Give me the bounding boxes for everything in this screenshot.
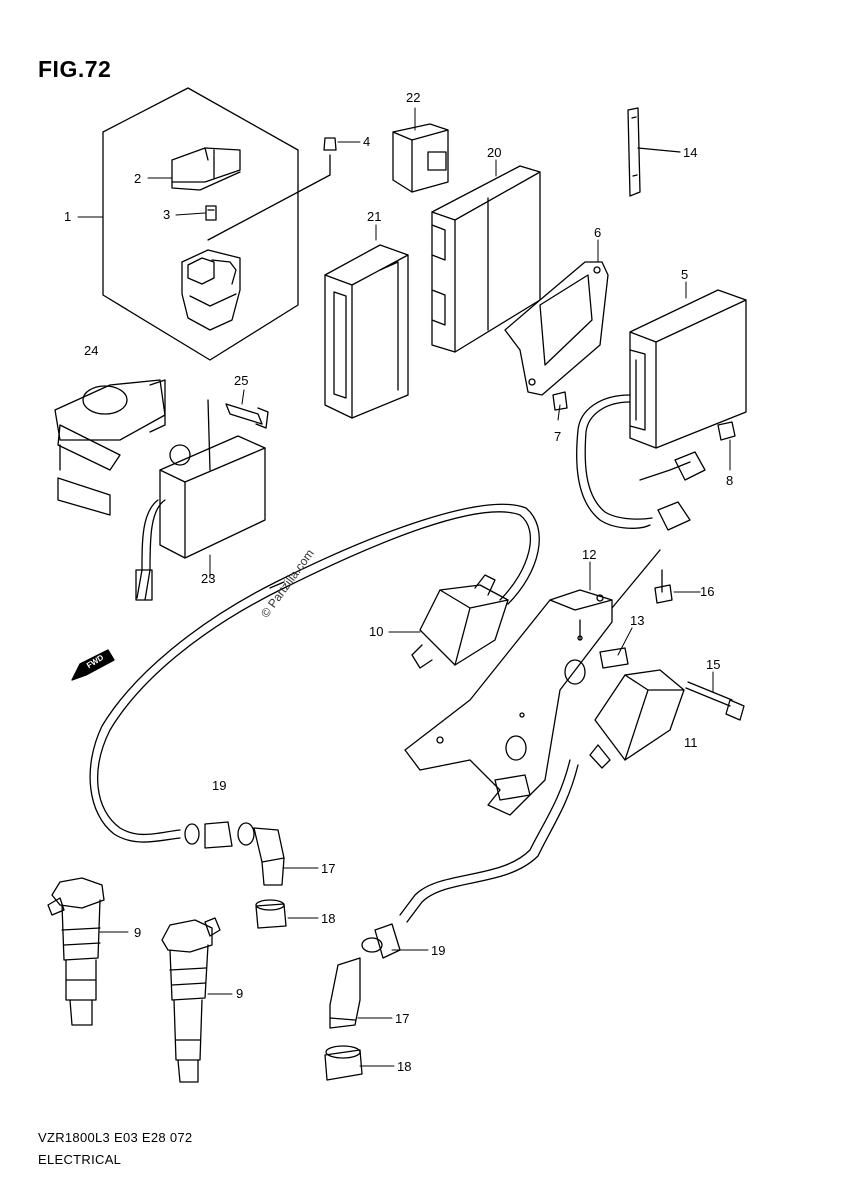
part-23-regulator <box>135 399 266 601</box>
model-code: VZR1800L3 E03 E28 072 <box>38 1130 193 1145</box>
section-label: ELECTRICAL <box>38 1152 122 1167</box>
part-21-cover <box>324 244 409 419</box>
callout-16: 16 <box>700 584 715 599</box>
callout-3: 3 <box>163 207 171 222</box>
figure-title: FIG.72 <box>38 56 112 82</box>
callout-5: 5 <box>681 267 689 282</box>
plug-cap-group-left <box>184 821 287 929</box>
callout-11: 11 <box>684 735 698 750</box>
callout-6: 6 <box>594 225 602 240</box>
part-9-coil-a <box>47 877 105 1026</box>
bolt-8 <box>717 421 736 441</box>
callout-8: 8 <box>726 473 734 488</box>
callout-21: 21 <box>367 209 382 224</box>
callout-14: 14 <box>683 145 698 160</box>
part-16-bolt <box>654 569 673 604</box>
callout-23: 23 <box>201 571 216 586</box>
part-13-collar <box>599 647 629 669</box>
fwd-arrow <box>71 649 115 681</box>
callout-19a: 19 <box>212 778 227 793</box>
part-5-module <box>576 289 747 531</box>
part-11-coil <box>399 669 685 923</box>
callout-18b: 18 <box>397 1059 412 1074</box>
part-15-bolt <box>685 681 745 721</box>
callout-4: 4 <box>363 134 371 149</box>
plug-cap-group-right <box>324 923 401 1081</box>
callout-10: 10 <box>369 624 384 639</box>
callout-9b: 9 <box>236 986 244 1001</box>
callout-13: 13 <box>630 613 645 628</box>
bolt-25 <box>225 403 269 429</box>
callout-9a: 9 <box>134 925 142 940</box>
callout-20: 20 <box>487 145 502 160</box>
part-24-holder <box>54 379 166 516</box>
part-10-coil <box>411 574 509 669</box>
part-22-connector <box>392 123 449 193</box>
callout-2: 2 <box>134 171 142 186</box>
callout-18a: 18 <box>321 911 336 926</box>
callout-1: 1 <box>64 209 72 224</box>
callout-7: 7 <box>554 429 562 444</box>
callout-19b: 19 <box>431 943 446 958</box>
part-9-coil-b <box>161 917 221 1083</box>
callout-17a: 17 <box>321 861 336 876</box>
part-20-ecm <box>431 165 541 353</box>
callout-15: 15 <box>706 657 721 672</box>
part-12-bracket <box>404 549 661 816</box>
callout-24: 24 <box>84 343 99 358</box>
part-6-bracket <box>504 261 609 396</box>
part-14-clamp <box>627 107 681 197</box>
callout-25: 25 <box>234 373 249 388</box>
callout-12: 12 <box>582 547 597 562</box>
cable-19 <box>89 503 540 843</box>
callout-22: 22 <box>406 90 421 105</box>
starter-relay-group <box>102 87 337 361</box>
bolt-7 <box>552 391 568 411</box>
callout-17b: 17 <box>395 1011 410 1026</box>
